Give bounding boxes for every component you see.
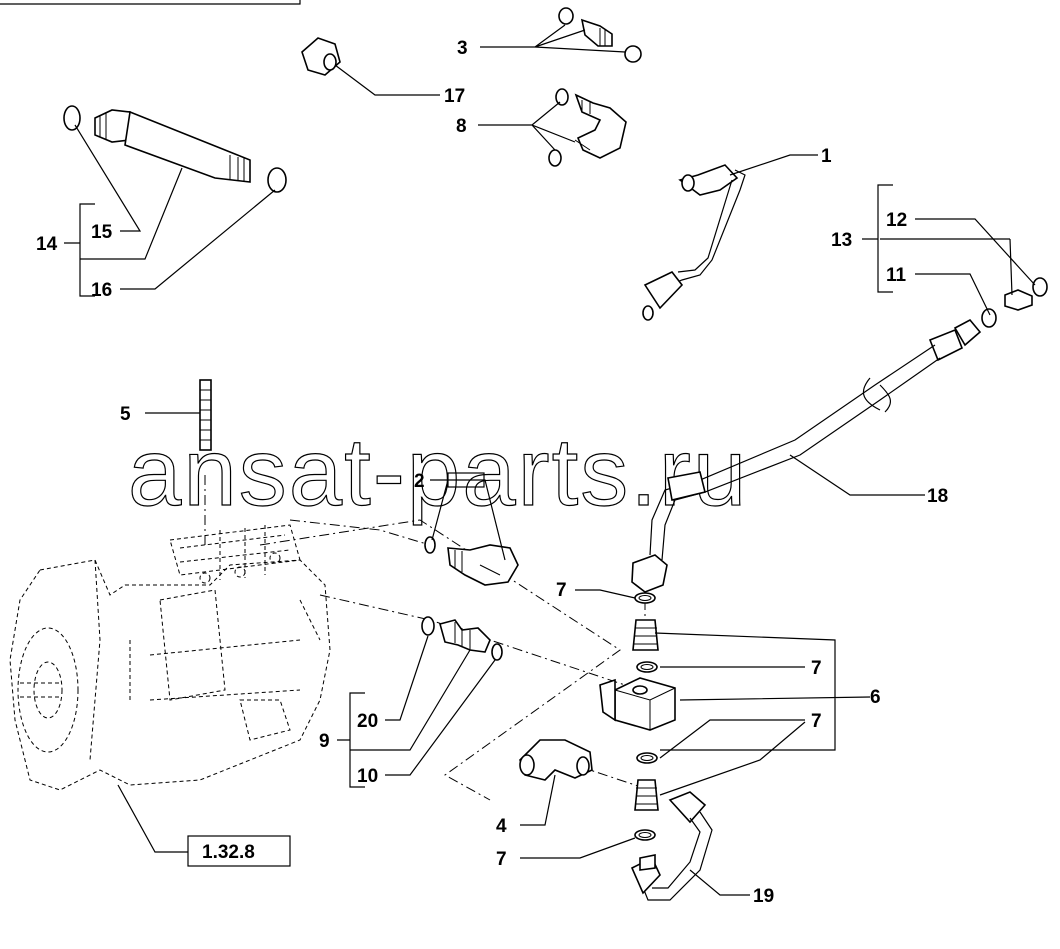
washers-and-block [599, 592, 676, 841]
callout-7-bottom: 7 [496, 849, 507, 870]
callout-19: 19 [753, 886, 774, 907]
fitting-11-12 [981, 277, 1048, 328]
pipe-19 [630, 791, 713, 901]
callout-9: 9 [319, 731, 330, 752]
callout-1: 1 [821, 146, 832, 167]
callout-5: 5 [120, 404, 131, 425]
callout-20: 20 [357, 711, 378, 732]
union-fitting [63, 105, 287, 193]
callout-17: 17 [444, 86, 465, 107]
callout-8: 8 [456, 116, 467, 137]
callout-12: 12 [886, 210, 907, 231]
callout-14: 14 [36, 234, 58, 255]
adapter-3 [558, 7, 642, 63]
pipe-1 [642, 164, 746, 321]
callout-11: 11 [886, 265, 907, 286]
callout-15: 15 [91, 222, 113, 243]
callout-7-lower: 7 [811, 711, 822, 732]
callout-4: 4 [496, 816, 507, 837]
elbow-2 [424, 536, 519, 586]
stud-bolt [199, 379, 212, 451]
reference-box [187, 835, 291, 867]
callout-3: 3 [457, 38, 468, 59]
callout-16: 16 [91, 280, 112, 301]
elbow-8 [548, 88, 627, 167]
callout-10: 10 [357, 766, 378, 787]
union-9 [421, 616, 503, 661]
leader-lines [64, 24, 1036, 896]
nut [301, 37, 341, 76]
callout-2: 2 [414, 471, 425, 492]
callout-6: 6 [870, 687, 881, 708]
pump-body [9, 524, 331, 791]
callout-13: 13 [831, 230, 852, 251]
callout-7-mid: 7 [811, 658, 822, 679]
pipe-18 [631, 318, 982, 593]
elbow-4 [519, 739, 593, 781]
reference-label: 1.32.8 [202, 842, 255, 863]
callout-7-top: 7 [556, 580, 567, 601]
watermark: ansat-parts.ru [128, 419, 748, 526]
frame-corner [0, 0, 301, 5]
callout-18: 18 [927, 486, 948, 507]
